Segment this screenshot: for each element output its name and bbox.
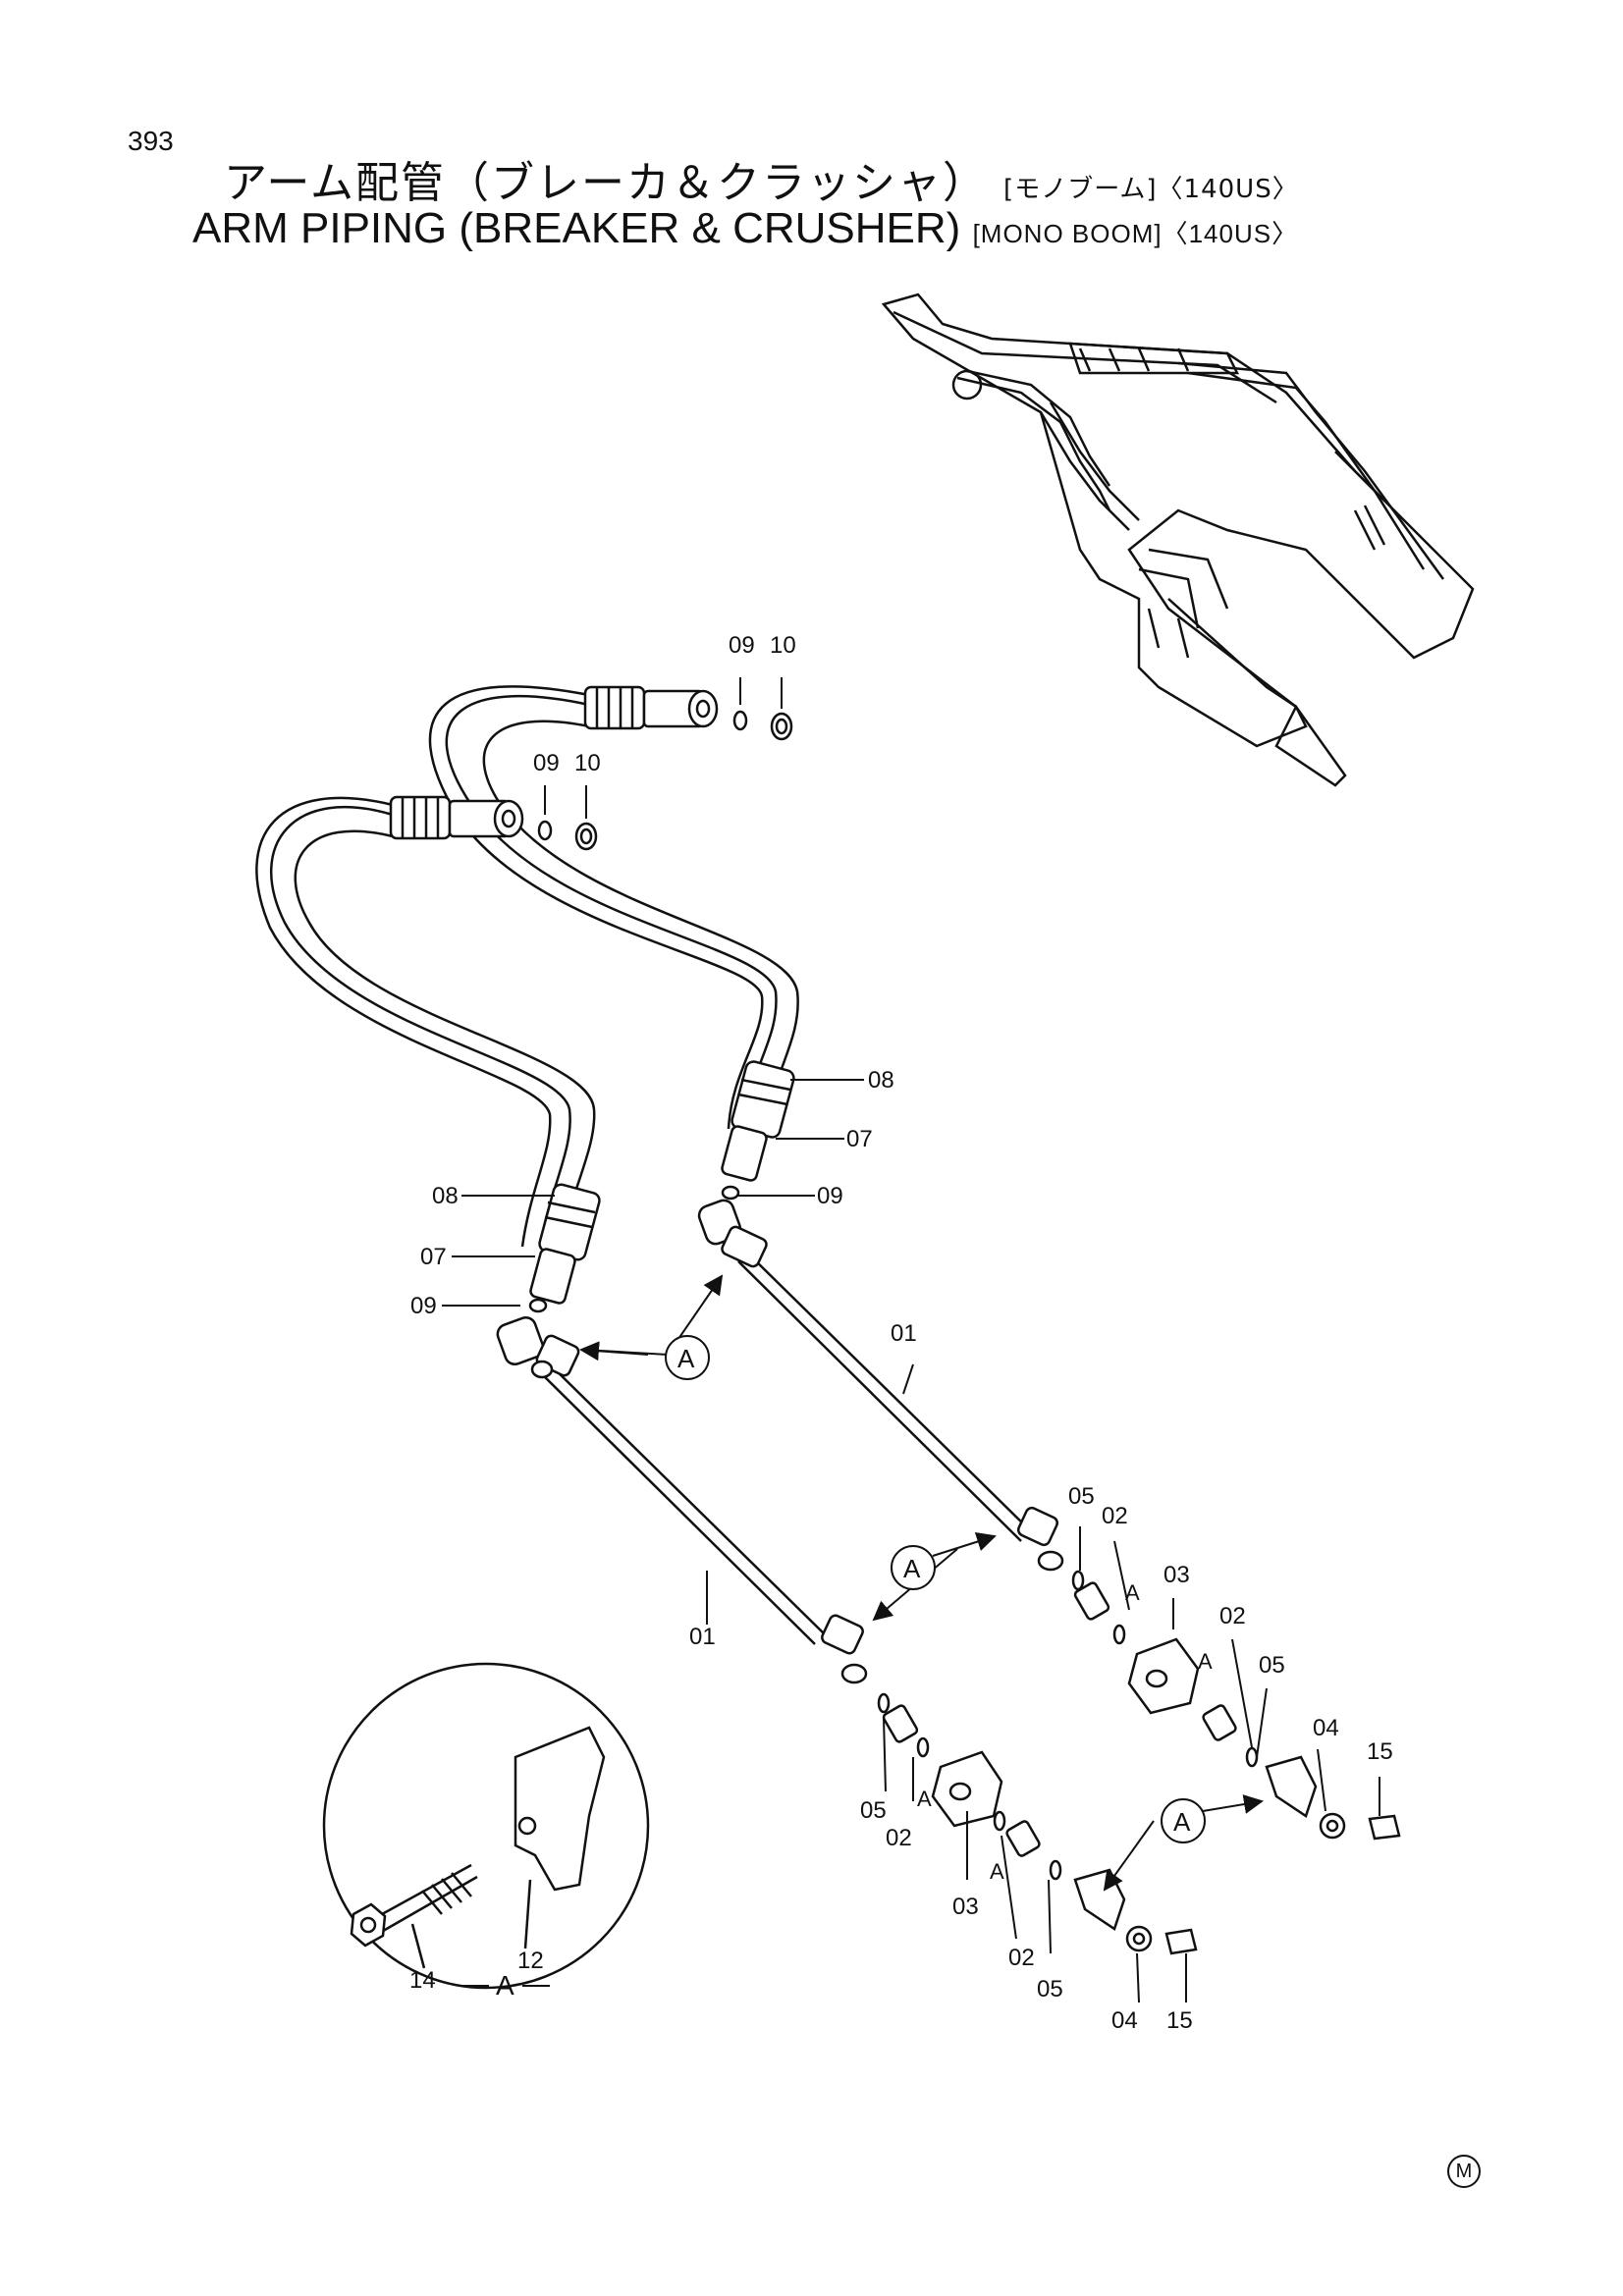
- hose-upper-top-fitting: [583, 685, 719, 730]
- pipe-fittings: [496, 1199, 1064, 1684]
- pipe-upper: [737, 1251, 1032, 1542]
- o-rings-and-washers-top: [528, 710, 793, 1313]
- label-09-top-right: 09: [729, 632, 755, 659]
- label-03-b: 03: [952, 1894, 979, 1920]
- title-jp-main: アーム配管（ブレーカ＆クラッシャ）: [224, 158, 989, 208]
- page-number: 393: [128, 126, 174, 156]
- title-en-main: ARM PIPING (BREAKER & CRUSHER): [192, 204, 961, 252]
- label-03-a: 03: [1163, 1562, 1190, 1588]
- label-09-upper: 09: [817, 1183, 843, 1209]
- label-02-a: 02: [1102, 1503, 1128, 1529]
- detail-a-label: A: [496, 1970, 514, 2001]
- callout-a-label-1: A: [677, 1344, 695, 1373]
- callout-a-label-3: A: [1173, 1807, 1191, 1837]
- group-label-a-1: A: [1125, 1580, 1140, 1605]
- label-05-a: 05: [1068, 1483, 1095, 1510]
- label-08-lower: 08: [432, 1183, 459, 1209]
- title-japanese: アーム配管（ブレーカ＆クラッシャ） [モノブーム]〈140US〉: [224, 147, 1299, 210]
- hose-upper: [428, 685, 799, 1140]
- title-english: ARM PIPING (BREAKER & CRUSHER) [MONO BOO…: [192, 204, 1298, 253]
- group-label-a-4: A: [990, 1859, 1004, 1884]
- hose-lower-top-fitting: [389, 795, 524, 840]
- hose-upper-bottom-fitting: [721, 1060, 795, 1182]
- label-09-lower: 09: [410, 1293, 437, 1319]
- fittings-upper-branch: [1071, 1570, 1401, 1841]
- footer-mark: M: [1447, 2155, 1481, 2188]
- pipe-lower: [536, 1359, 826, 1645]
- label-15-b: 15: [1166, 2007, 1193, 2034]
- hose-lower: [255, 796, 596, 1253]
- label-04-b: 04: [1111, 2007, 1138, 2034]
- label-05-d: 05: [1037, 1976, 1063, 2002]
- label-04-a: 04: [1313, 1715, 1339, 1741]
- fittings-lower-branch: [877, 1692, 1198, 1955]
- part-labels: 09 10 09 10 08 07 09 08 07 09 01 01 05 0…: [410, 632, 1393, 2034]
- label-02-c: 02: [886, 1825, 912, 1851]
- label-08-upper: 08: [868, 1067, 894, 1094]
- group-a-markers: A A A A: [917, 1580, 1213, 1884]
- title-jp-sub: [モノブーム]〈140US〉: [1003, 175, 1299, 204]
- title-en-sub: [MONO BOOM]〈140US〉: [972, 219, 1299, 248]
- label-10-top-left: 10: [574, 750, 601, 776]
- callout-a-markers: [579, 1274, 1264, 1892]
- label-02-b: 02: [1219, 1603, 1246, 1629]
- label-15-a: 15: [1367, 1738, 1393, 1765]
- callout-a-label-2: A: [903, 1554, 921, 1583]
- label-10-top-right: 10: [770, 632, 796, 659]
- label-01-lower: 01: [689, 1624, 716, 1650]
- label-09-top-left: 09: [533, 750, 560, 776]
- group-label-a-2: A: [1198, 1649, 1213, 1674]
- label-05-b: 05: [1259, 1652, 1285, 1679]
- label-05-c: 05: [860, 1797, 887, 1824]
- group-label-a-3: A: [917, 1787, 932, 1811]
- detail-a-circle: [322, 1662, 650, 1990]
- label-01-upper: 01: [891, 1320, 917, 1347]
- label-14: 14: [409, 1967, 436, 1994]
- label-07-lower: 07: [420, 1244, 447, 1270]
- label-07-upper: 07: [846, 1126, 873, 1152]
- hose-lower-bottom-fitting: [529, 1183, 601, 1305]
- leader-lines: [442, 677, 1380, 2003]
- excavator-overview-illustration: [881, 293, 1475, 787]
- label-12: 12: [517, 1948, 544, 1974]
- label-02-d: 02: [1008, 1945, 1035, 1971]
